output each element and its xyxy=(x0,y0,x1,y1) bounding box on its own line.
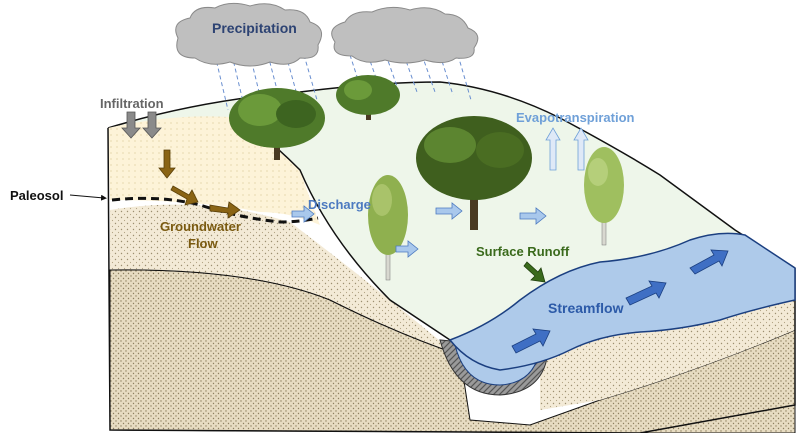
tree-icon xyxy=(229,88,325,160)
arrow-icon xyxy=(121,111,162,139)
precipitation-label: Precipitation xyxy=(212,20,297,36)
tree-icon xyxy=(368,175,408,281)
paleosol-pointer xyxy=(69,194,107,201)
surface-runoff-label: Surface Runoff xyxy=(476,244,570,259)
arrow-icon xyxy=(511,249,729,354)
evapotranspiration-label: Evapotranspiration xyxy=(516,110,635,125)
tree-icon xyxy=(584,147,624,246)
upper-sediment-layer xyxy=(109,204,795,410)
cloud-icon xyxy=(331,6,479,64)
infiltration-label: Infiltration xyxy=(100,96,164,111)
paleosol-label: Paleosol xyxy=(10,188,64,203)
arrow-icon xyxy=(523,261,546,283)
arrow-icon xyxy=(158,149,241,219)
discharge-label: Discharge xyxy=(308,197,371,212)
groundwater-flow-label-line2: Flow xyxy=(188,236,218,251)
streamflow-label: Streamflow xyxy=(548,300,624,316)
groundwater-flow-label-line1: Groundwater xyxy=(160,219,241,234)
arrow-icon xyxy=(291,202,547,258)
tree-icon xyxy=(416,116,532,230)
block-outline xyxy=(107,127,796,433)
cloud-icon xyxy=(175,2,323,67)
arrow-icon xyxy=(545,127,589,171)
tree-icon xyxy=(336,75,400,120)
